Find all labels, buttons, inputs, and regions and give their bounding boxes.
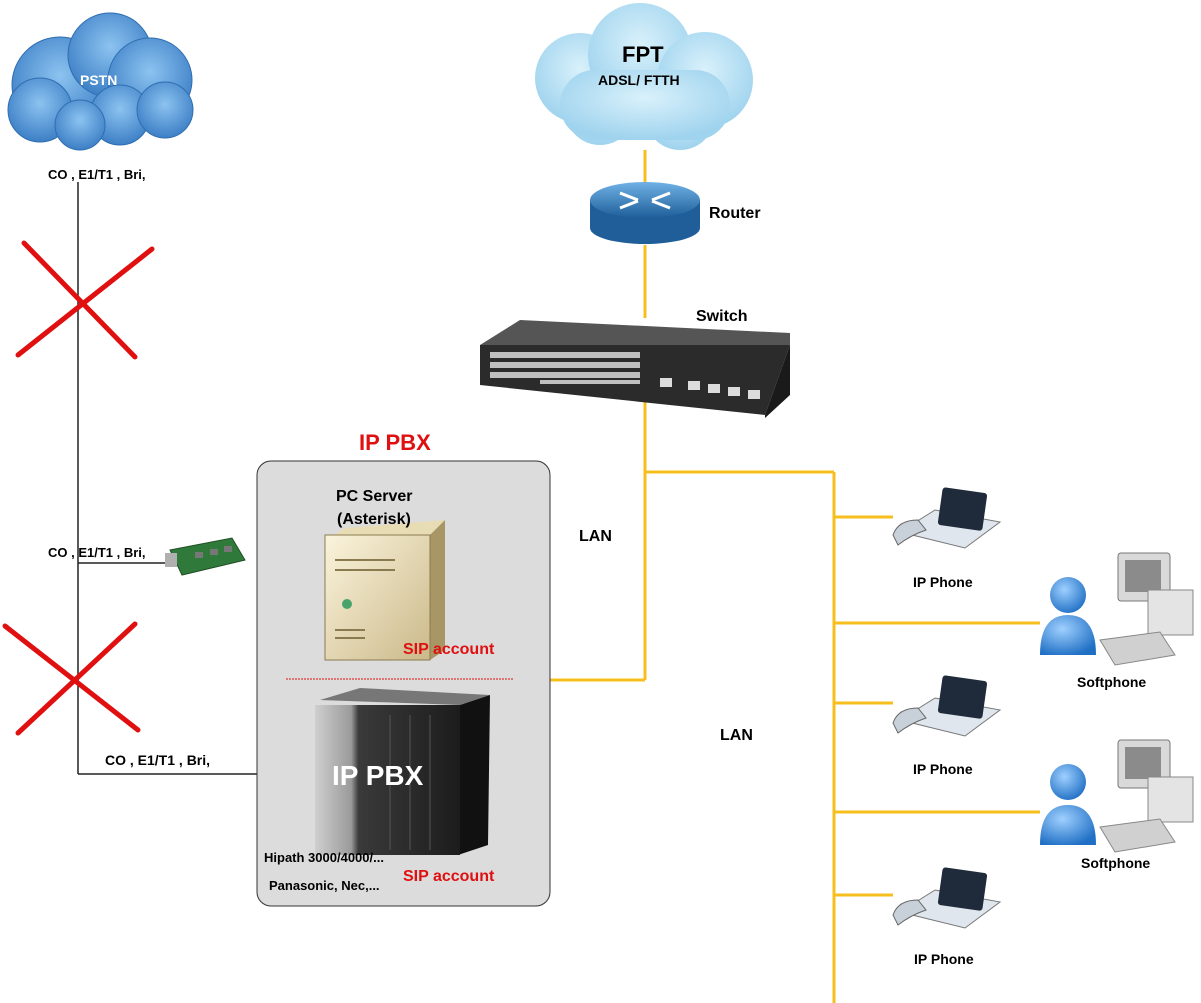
pbx-hardware-icon (315, 688, 490, 855)
sip-account-hardware-label: SIP account (403, 868, 495, 885)
pc-server-icon (324, 520, 445, 661)
disconnected-cross-lower (2, 621, 141, 736)
isp-title: FPT (622, 42, 664, 67)
pstn-trunk-label-top: CO , E1/T1 , Bri, (48, 167, 146, 182)
lan-label-lower: LAN (720, 727, 753, 744)
lan-lines (550, 150, 1040, 1003)
pc-server-label: PC Server (336, 488, 413, 505)
telephony-card-icon (165, 537, 246, 576)
softphone-icon-1 (1040, 552, 1194, 666)
ip-phone-icon-2 (892, 675, 1002, 737)
switch-label: Switch (696, 308, 748, 325)
ip-phone-icon-3 (892, 867, 1002, 929)
asterisk-label: (Asterisk) (337, 511, 411, 528)
pbx-models-line2: Panasonic, Nec,... (269, 878, 380, 893)
router-icon (590, 182, 700, 244)
ip-phone-label-3: IP Phone (914, 951, 974, 967)
softphone-label-2: Softphone (1081, 855, 1151, 871)
ip-pbx-title: IP PBX (359, 430, 431, 455)
isp-subtitle: ADSL/ FTTH (598, 72, 680, 88)
fpt-cloud (535, 3, 753, 150)
switch-icon (480, 320, 790, 418)
router-label: Router (709, 205, 761, 222)
lan-label-upper: LAN (579, 528, 612, 545)
sip-account-server-label: SIP account (403, 641, 495, 658)
ip-phone-icon-1 (892, 487, 1002, 549)
pbx-hardware-label: IP PBX (332, 760, 424, 791)
ip-phone-label-2: IP Phone (913, 761, 973, 777)
softphone-label-1: Softphone (1077, 674, 1147, 690)
disconnected-cross-upper (15, 240, 155, 360)
pbx-models-line1: Hipath 3000/4000/... (264, 850, 384, 865)
ip-phone-label-1: IP Phone (913, 574, 973, 590)
pstn-trunk-label-card: CO , E1/T1 , Bri, (48, 545, 146, 560)
pstn-trunk-lines (77, 182, 258, 775)
pstn-trunk-label-pbx: CO , E1/T1 , Bri, (105, 752, 211, 768)
softphone-icon-2 (1040, 739, 1194, 853)
pstn-cloud (7, 12, 194, 151)
pstn-cloud-label: PSTN (80, 72, 118, 88)
